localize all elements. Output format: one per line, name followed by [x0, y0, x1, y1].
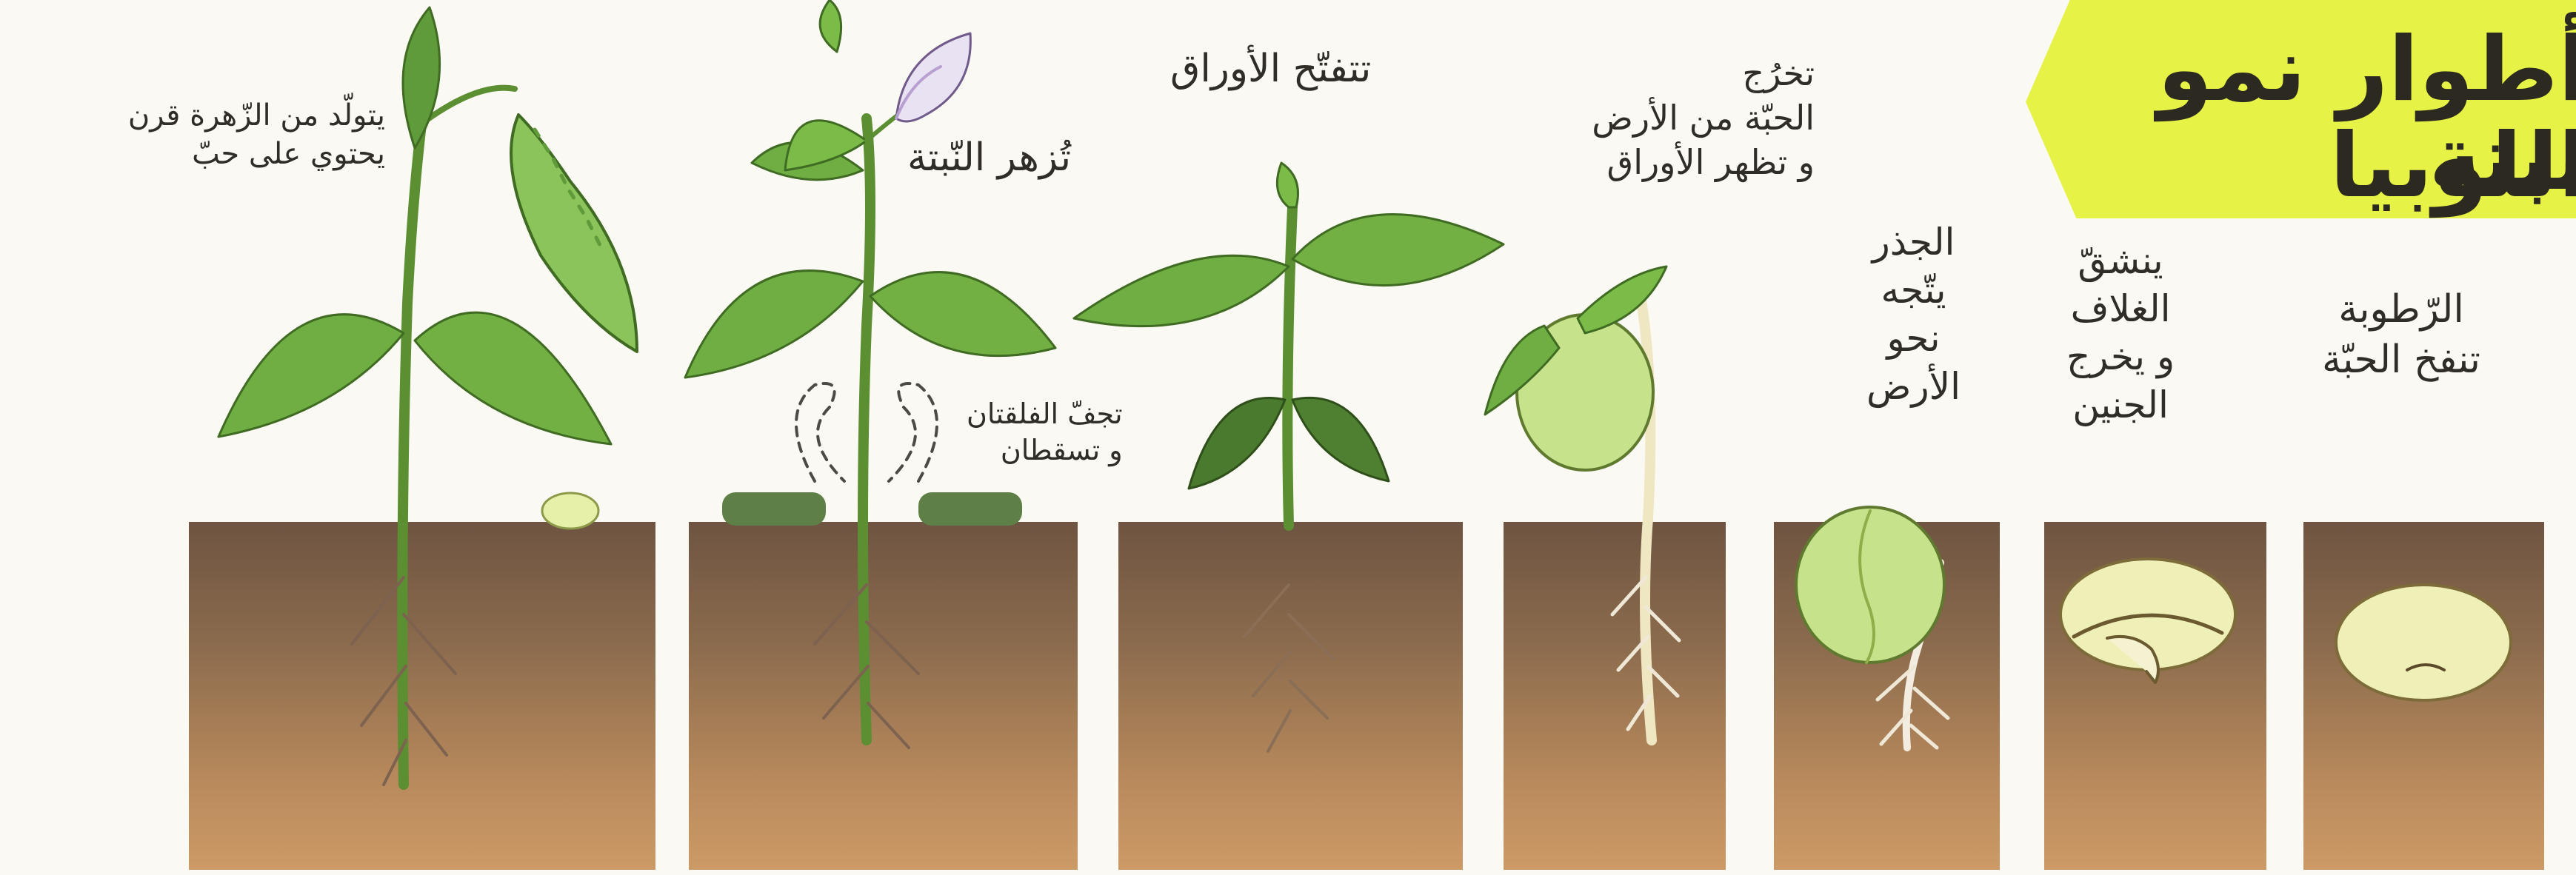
caption-stage-4: تخرُج الحبّة من الأرض و تظهر الأوراق: [1533, 52, 1815, 184]
caption-stage-2-line-1: ينشقّ: [2066, 237, 2175, 285]
emerging-seedling: [1485, 266, 1679, 740]
caption-stage-7: يتولّد من الزّهرة قرن يحتوي على حبّ: [15, 96, 385, 173]
splitting-seed: [2061, 559, 2235, 683]
swollen-seed: [2336, 585, 2511, 700]
caption-stage-3-line-2: يتّجه: [1866, 266, 1961, 315]
caption-stage-2: ينشقّ الغلاف و يخرج الجنين: [2066, 237, 2175, 429]
caption-stage-2-line-2: الغلاف: [2066, 285, 2175, 333]
caption-stage-3: الجذر يتّجه نحو الأرض: [1866, 218, 1961, 411]
flowering-plant: [685, 0, 1055, 748]
caption-stage-7-line-1: يتولّد من الزّهرة قرن: [15, 96, 385, 135]
caption-stage-7-line-2: يحتوي على حبّ: [15, 135, 385, 173]
caption-stage-6-line-1: تُزهر النّبتة: [907, 133, 1071, 184]
caption-stage-6-note-line-2: و تسقطان: [967, 432, 1123, 469]
caption-stage-1-line-1: الرّطوبة: [2322, 285, 2480, 335]
seed-with-root: [1796, 507, 1948, 748]
plant-leaves-open: [1074, 163, 1504, 751]
caption-stage-1: الرّطوبة تنفخ الحبّة: [2322, 285, 2480, 385]
caption-stage-5-line-1: تتفتّح الأوراق: [1170, 44, 1371, 95]
caption-stage-2-line-3: و يخرج: [2066, 333, 2175, 381]
caption-stage-3-line-4: الأرض: [1866, 363, 1961, 411]
caption-stage-4-line-1: تخرُج: [1533, 52, 1815, 96]
caption-stage-1-line-2: تنفخ الحبّة: [2322, 335, 2480, 386]
caption-stage-6-note: تجفّ الفلقتان و تسقطان: [967, 396, 1123, 469]
caption-stage-3-line-3: نحو: [1866, 315, 1961, 363]
caption-stage-4-line-3: و تظهر الأوراق: [1533, 141, 1815, 185]
caption-stage-6: تُزهر النّبتة: [907, 133, 1071, 184]
caption-stage-5: تتفتّح الأوراق: [1170, 44, 1371, 95]
caption-stage-4-line-2: الحبّة من الأرض: [1533, 96, 1815, 141]
caption-stage-3-line-1: الجذر: [1866, 218, 1961, 266]
caption-stage-2-line-4: الجنين: [2066, 381, 2175, 429]
caption-stage-6-note-line-1: تجفّ الفلقتان: [967, 396, 1123, 432]
